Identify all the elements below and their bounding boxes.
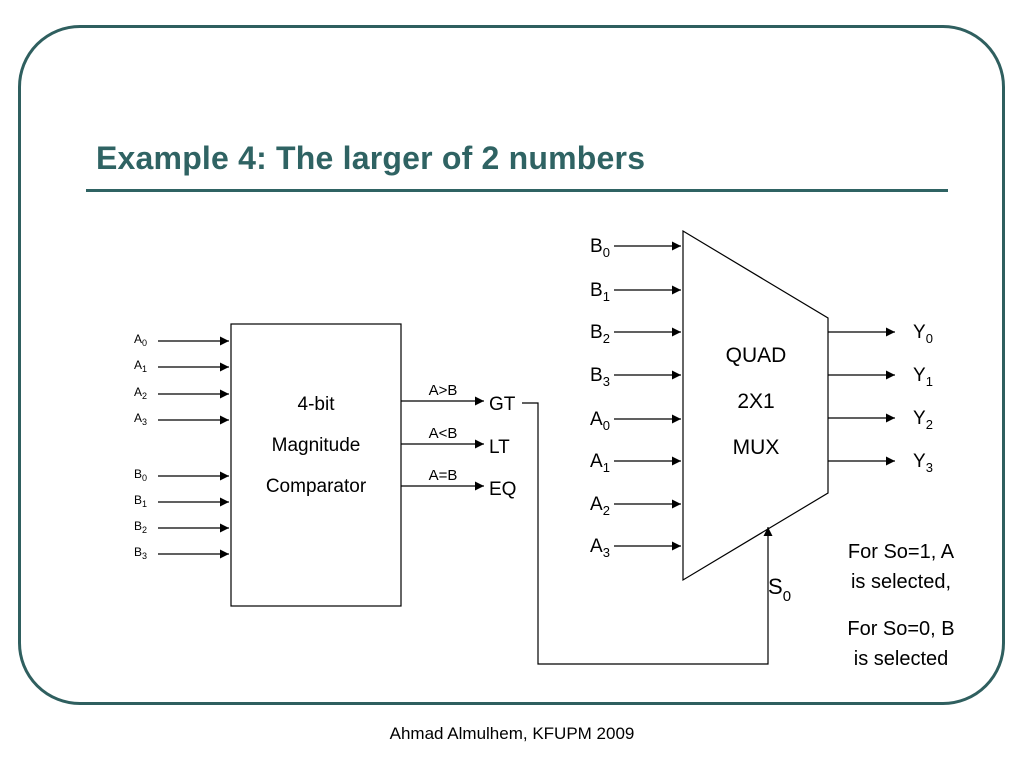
comparator-outputs: A>B GT A<B LT A=B EQ (401, 382, 516, 500)
comparator-output-name: LT (489, 437, 510, 458)
note-select-a-line-2: is selected, (850, 571, 952, 593)
comparator-input-label: B0 (134, 467, 147, 483)
note-select-a: For So=1, A is selected, (801, 537, 1001, 597)
comparator-input-label: A1 (134, 358, 147, 374)
mux-input-label: A2 (590, 494, 610, 518)
comparator-input-label: B3 (134, 545, 147, 561)
mux-block (682, 229, 829, 582)
mux-input-label: B0 (590, 236, 610, 260)
comparator-input-label: A0 (134, 332, 147, 348)
select-wire (522, 402, 773, 665)
note-select-b-line-1: For So=0, B (847, 618, 955, 640)
title-rule (86, 189, 948, 192)
mux-input-label: A1 (590, 451, 610, 475)
comparator-input-label: B2 (134, 519, 147, 535)
comparator-output-condition: A=B (429, 467, 458, 484)
note-select-b-line-2: is selected (853, 648, 949, 670)
mux-input-label: A0 (590, 409, 610, 433)
comparator-input-label: A3 (134, 411, 147, 427)
comparator-output-condition: A>B (429, 382, 458, 399)
mux-input-label: B1 (590, 280, 610, 304)
slide-title: Example 4: The larger of 2 numbers (96, 140, 646, 176)
mux-label-line-1: QUAD (726, 344, 787, 367)
slide-frame (18, 25, 1005, 705)
comparator-label-line-1: 4-bit (298, 394, 336, 415)
mux-input-label: A3 (590, 536, 610, 560)
mux-label-line-3: MUX (733, 436, 780, 459)
select-label: S0 (768, 574, 791, 605)
mux-input-label: B2 (590, 322, 610, 346)
mux-label-line-2: 2X1 (737, 390, 774, 413)
mux-output-label: Y3 (913, 451, 933, 475)
comparator-output-name: EQ (489, 479, 516, 500)
comparator-input-label: A2 (134, 385, 147, 401)
note-select-a-line-1: For So=1, A (847, 541, 955, 563)
comparator-block (230, 323, 402, 607)
mux-output-label: Y2 (913, 408, 933, 432)
comparator-input-label: B1 (134, 493, 147, 509)
footer: Ahmad Almulhem, KFUPM 2009 (389, 724, 635, 743)
note-select-b: For So=0, B is selected (801, 614, 1001, 674)
mux-input-label: B3 (590, 365, 610, 389)
comparator-output-condition: A<B (429, 425, 458, 442)
comparator-label-line-2: Magnitude (272, 435, 361, 456)
mux-output-label: Y1 (913, 365, 933, 389)
comparator-output-name: GT (489, 394, 516, 415)
comparator-label-line-3: Comparator (266, 476, 367, 497)
mux-output-label: Y0 (913, 322, 933, 346)
